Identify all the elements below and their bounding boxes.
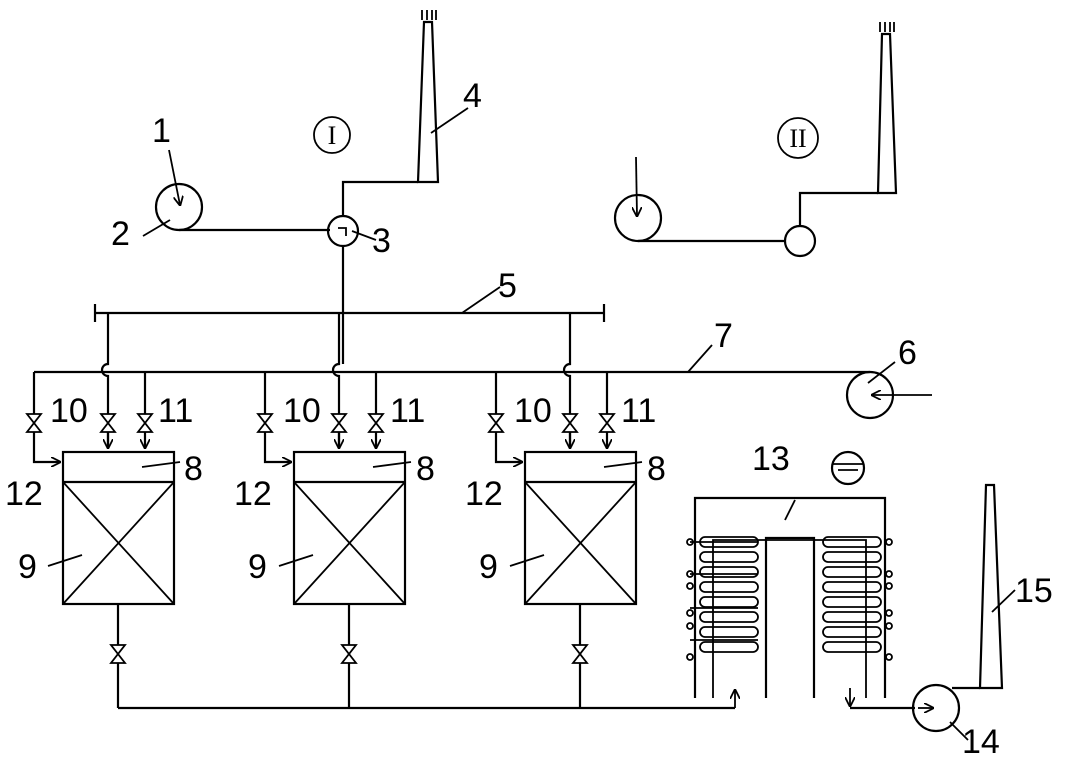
label-14: 14 [962, 723, 1000, 761]
unit-2-label-10: 10 [283, 392, 321, 430]
unit-2-label-9: 9 [248, 548, 267, 586]
stack-4-top [421, 10, 437, 20]
section-first-label: I [328, 121, 337, 150]
label-15: 15 [1015, 572, 1053, 610]
mixer-section-second [783, 224, 817, 258]
inlet-arrow-1 [168, 149, 180, 205]
label-6: 6 [898, 334, 917, 372]
unit-3-label-12: 12 [465, 475, 503, 513]
section-second-label: II [789, 124, 806, 153]
pipe-to-stack-4 [341, 180, 418, 216]
unit-3-label-8: 8 [647, 450, 666, 488]
label-5: 5 [498, 267, 517, 305]
stack-4 [416, 20, 440, 184]
unit-1-label-9: 9 [18, 548, 37, 586]
label-2: 2 [111, 215, 130, 253]
condenser-13 [686, 450, 893, 698]
unit-1-label-11: 11 [158, 392, 193, 430]
fan-section-second-arrow [636, 156, 637, 216]
stack-section-second [876, 32, 898, 195]
label-13: 13 [752, 440, 790, 478]
unit-3-label-9: 9 [479, 548, 498, 586]
unit-2-label-12: 12 [234, 475, 272, 513]
fan-14 [911, 683, 961, 733]
level-gauge-icon [830, 450, 866, 486]
label-7: 7 [714, 317, 733, 355]
fan-section-second [613, 193, 663, 243]
label-1: 1 [152, 112, 171, 150]
adsorber-unit-1 [26, 313, 181, 708]
stack-15 [978, 483, 1004, 690]
label-3: 3 [372, 222, 391, 260]
mixer-3-symbol [338, 227, 347, 236]
label-4: 4 [463, 77, 482, 115]
section-first-circle [313, 116, 351, 154]
unit-1-label-10: 10 [50, 392, 88, 430]
unit-1-label-12: 12 [5, 475, 43, 513]
unit-2-label-8: 8 [416, 450, 435, 488]
unit-2-label-11: 11 [390, 392, 425, 430]
unit-1-label-8: 8 [184, 450, 203, 488]
fan-2 [154, 182, 204, 232]
unit-3-label-10: 10 [514, 392, 552, 430]
section-second-circle [777, 117, 819, 159]
unit-3-label-11: 11 [621, 392, 656, 430]
